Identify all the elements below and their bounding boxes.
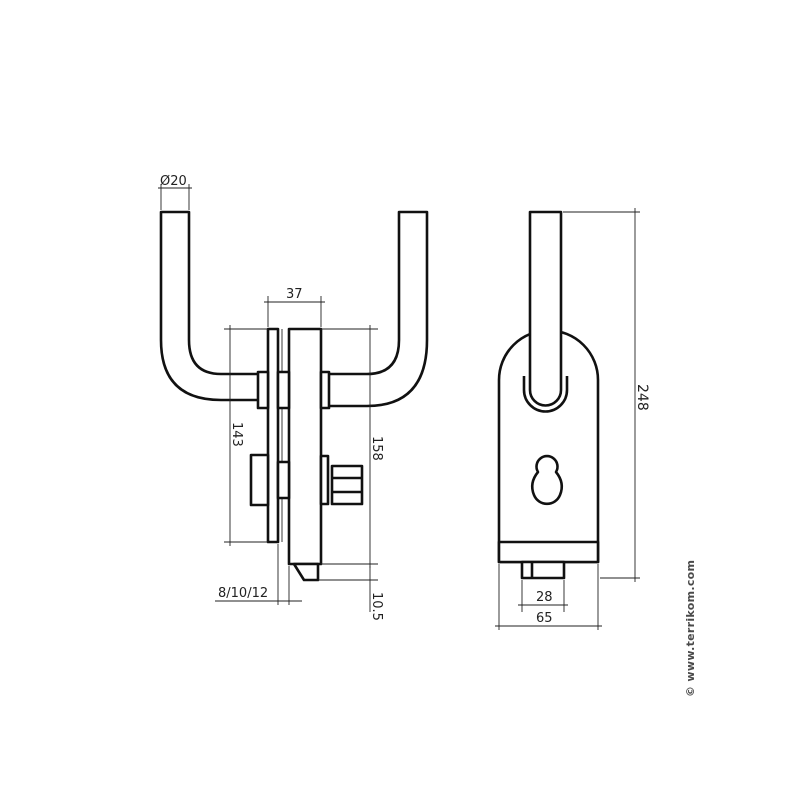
front-bottom-bar [497,540,600,564]
watermark-text: © www.terrikom.com [684,560,697,697]
left-plate [266,327,280,544]
dim-width-65: 65 [495,564,602,630]
front-handle-tube [528,210,563,407]
height-248-label: 248 [634,384,650,411]
front-view: 248 28 65 [495,208,650,630]
glass-thickness-label: 8/10/12 [218,586,268,601]
dim-offset-10-5: 10.5 [318,566,384,621]
left-handle-tube [159,210,264,402]
front-latch [520,560,566,580]
dim-height-158: 158 [321,325,384,568]
height-158-label: 158 [369,436,384,461]
right-handle-tube [320,210,429,408]
width-65-label: 65 [536,611,553,626]
bolt-nut [319,454,330,506]
diameter-label: Ø20 [160,174,187,189]
offset-10-5-label: 10.5 [369,592,384,621]
width-28-label: 28 [536,590,553,605]
keyhole-icon [530,454,564,506]
bolt-washer-left [249,453,270,507]
front-rosette [522,376,569,413]
dim-diameter: Ø20 [158,174,192,210]
width-37-label: 37 [286,287,303,302]
right-body [287,327,323,566]
side-view: Ø20 37 143 158 8/10/12 [158,174,429,621]
latch-tongue [292,562,320,582]
dim-height-248: 248 [563,208,650,582]
height-143-label: 143 [229,422,244,447]
dim-width-28: 28 [518,580,568,612]
dim-width-37: 37 [264,287,325,327]
dim-glass-thickness: 8/10/12 [215,544,302,605]
bolt-hex-head [330,464,364,506]
dim-height-143: 143 [224,325,268,546]
